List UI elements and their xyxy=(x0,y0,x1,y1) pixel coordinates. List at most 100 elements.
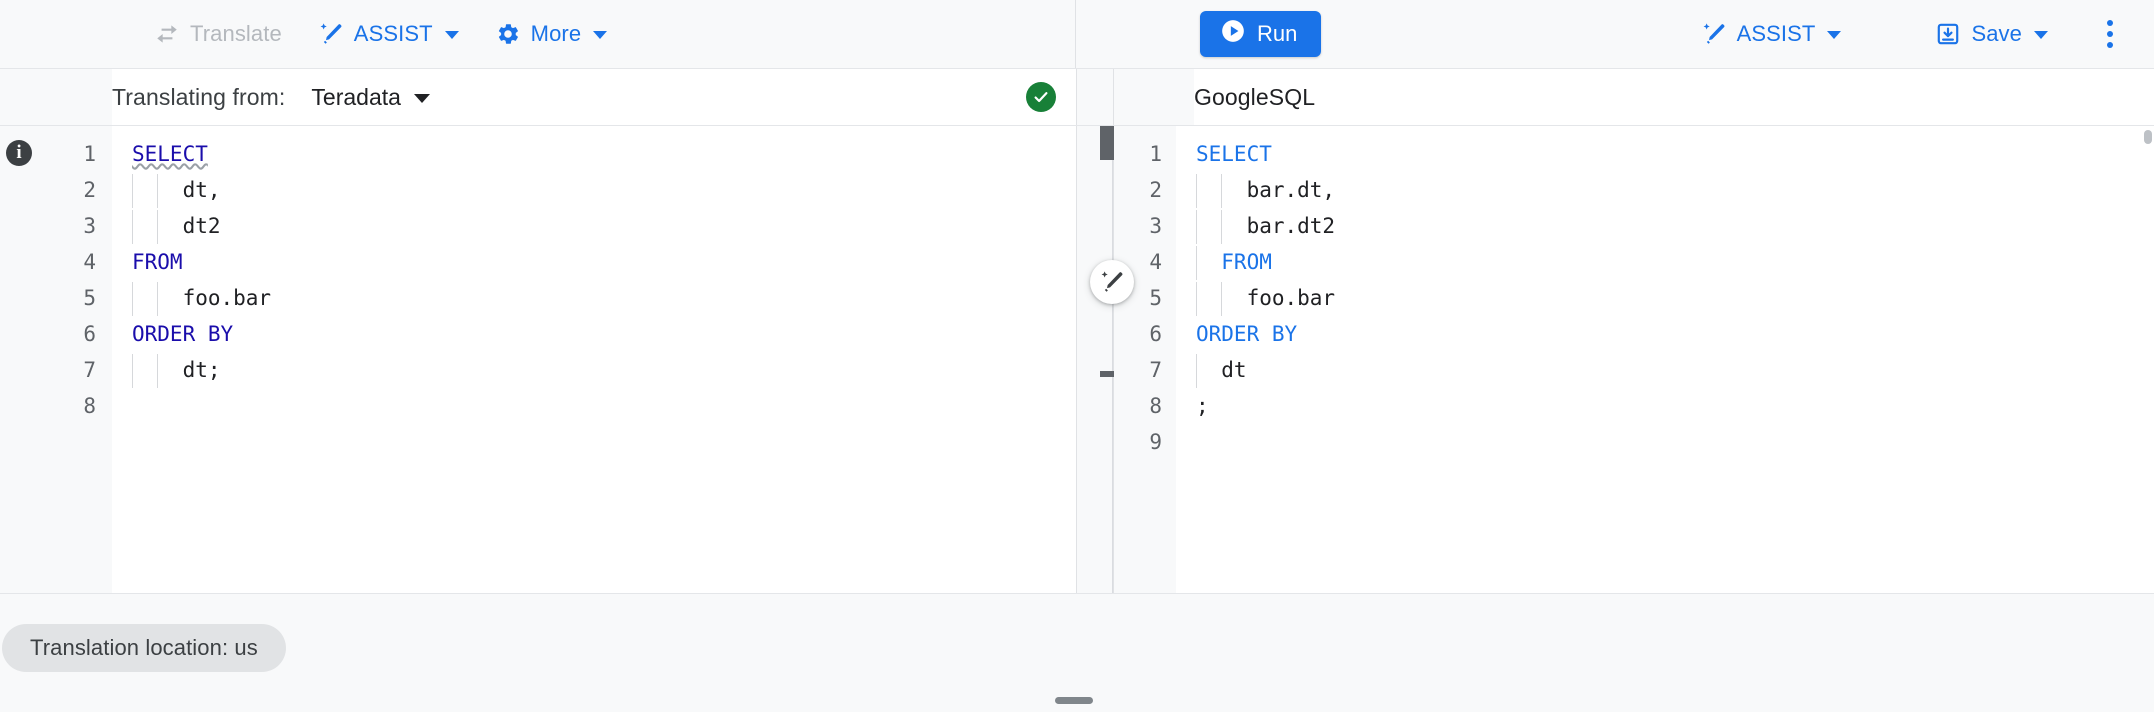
source-dialect-select[interactable]: Teradata xyxy=(305,83,436,112)
code-line[interactable]: ORDER BY xyxy=(132,316,1076,352)
save-button-label: Save xyxy=(1971,21,2022,46)
chevron-down-icon xyxy=(593,31,608,39)
panel-header-row: Translating from: Teradata GoogleSQL xyxy=(0,69,2154,126)
line-number: 7 xyxy=(1149,358,1162,382)
code-token: ORDER BY xyxy=(132,322,234,346)
code-token: ; xyxy=(1196,394,1209,418)
line-number: 2 xyxy=(83,178,96,202)
code-line[interactable]: dt, xyxy=(132,172,1076,208)
line-number: 1 xyxy=(83,142,96,166)
code-token: dt2 xyxy=(132,214,221,238)
play-circle-icon xyxy=(1220,18,1246,50)
code-token: dt, xyxy=(132,178,221,202)
code-line[interactable]: bar.dt2 xyxy=(1196,208,2154,244)
kebab-dot xyxy=(2107,42,2113,48)
more-button-label: More xyxy=(530,21,582,46)
line-number: 6 xyxy=(1149,322,1162,346)
translation-location-chip: Translation location: us xyxy=(2,624,286,672)
main-toolbar: Translate ASSIST xyxy=(0,0,2154,69)
code-token: bar.dt2 xyxy=(1196,214,1336,238)
code-line[interactable]: foo.bar xyxy=(132,280,1076,316)
code-token: dt; xyxy=(132,358,221,382)
code-token: dt xyxy=(1196,358,1247,382)
target-panel-header: GoogleSQL xyxy=(1114,69,2154,125)
assist-fab-magic-wand-icon[interactable] xyxy=(1090,260,1134,304)
indent-guide xyxy=(1196,174,1197,208)
diff-marker xyxy=(1100,371,1114,377)
vertical-scrollbar[interactable] xyxy=(2144,130,2152,144)
assist-button-source-label: ASSIST xyxy=(353,21,433,46)
magic-wand-icon xyxy=(1701,21,1727,47)
code-line[interactable] xyxy=(132,388,1076,424)
line-number: 4 xyxy=(83,250,96,274)
indent-guide xyxy=(132,354,133,388)
code-line[interactable]: ORDER BY xyxy=(1196,316,2154,352)
code-line[interactable]: SELECT xyxy=(1196,136,2154,172)
chevron-down-icon xyxy=(1827,31,1842,39)
source-toolbar: Translate ASSIST xyxy=(0,0,1076,68)
run-button-label: Run xyxy=(1257,21,1298,46)
code-line[interactable]: foo.bar xyxy=(1196,280,2154,316)
status-bar: Translation location: us xyxy=(0,594,2154,712)
line-number: 3 xyxy=(83,214,96,238)
assist-button-source[interactable]: ASSIST xyxy=(304,11,473,57)
kebab-menu-icon[interactable] xyxy=(2088,11,2132,57)
line-number: 9 xyxy=(1149,430,1162,454)
line-number: 8 xyxy=(83,394,96,418)
translating-from-label: Translating from: xyxy=(112,83,286,110)
indent-guide xyxy=(1196,354,1197,388)
chevron-down-icon xyxy=(444,31,459,39)
run-button[interactable]: Run xyxy=(1200,11,1322,57)
code-line[interactable]: SELECT xyxy=(132,136,1076,172)
code-token: foo.bar xyxy=(132,286,272,310)
code-line[interactable]: bar.dt, xyxy=(1196,172,2154,208)
line-number: 8 xyxy=(1149,394,1162,418)
code-token: bar.dt, xyxy=(1196,178,1336,202)
line-number: 5 xyxy=(1149,286,1162,310)
diff-marker xyxy=(1100,126,1114,160)
code-line[interactable]: FROM xyxy=(132,244,1076,280)
indent-guide xyxy=(1196,210,1197,244)
code-line[interactable]: dt2 xyxy=(132,208,1076,244)
code-token: SELECT xyxy=(132,142,208,166)
translate-button[interactable]: Translate xyxy=(140,11,296,57)
check-circle-icon xyxy=(1026,82,1056,112)
save-button[interactable]: Save xyxy=(1921,11,2062,57)
code-line[interactable] xyxy=(1196,424,2154,460)
line-number: 1 xyxy=(1149,142,1162,166)
kebab-dot xyxy=(2107,20,2113,26)
source-dialect-value: Teradata xyxy=(311,83,401,110)
indent-guide xyxy=(157,282,159,316)
save-download-icon xyxy=(1935,21,1961,47)
code-token: foo.bar xyxy=(1196,286,1336,310)
code-line[interactable]: FROM xyxy=(1196,244,2154,280)
code-line[interactable]: dt xyxy=(1196,352,2154,388)
translate-button-label: Translate xyxy=(190,21,282,46)
code-token: FROM xyxy=(132,250,183,274)
info-icon[interactable]: i xyxy=(6,140,32,166)
indent-guide xyxy=(157,174,159,208)
chevron-down-icon xyxy=(2034,31,2048,39)
indent-guide xyxy=(132,174,133,208)
panel-resize-handle[interactable] xyxy=(1055,697,1093,704)
indent-guide xyxy=(157,354,159,388)
line-number: 7 xyxy=(83,358,96,382)
more-button[interactable]: More xyxy=(481,11,622,57)
translate-arrows-icon xyxy=(154,21,180,47)
code-line[interactable]: dt; xyxy=(132,352,1076,388)
kebab-dot xyxy=(2107,31,2113,37)
indent-guide xyxy=(132,210,133,244)
target-dialect-label: GoogleSQL xyxy=(1194,83,1316,110)
source-info-rail: i xyxy=(0,126,38,593)
assist-button-target[interactable]: ASSIST xyxy=(1687,11,1856,57)
indent-guide xyxy=(1221,282,1223,316)
line-number: 6 xyxy=(83,322,96,346)
code-line[interactable]: ; xyxy=(1196,388,2154,424)
